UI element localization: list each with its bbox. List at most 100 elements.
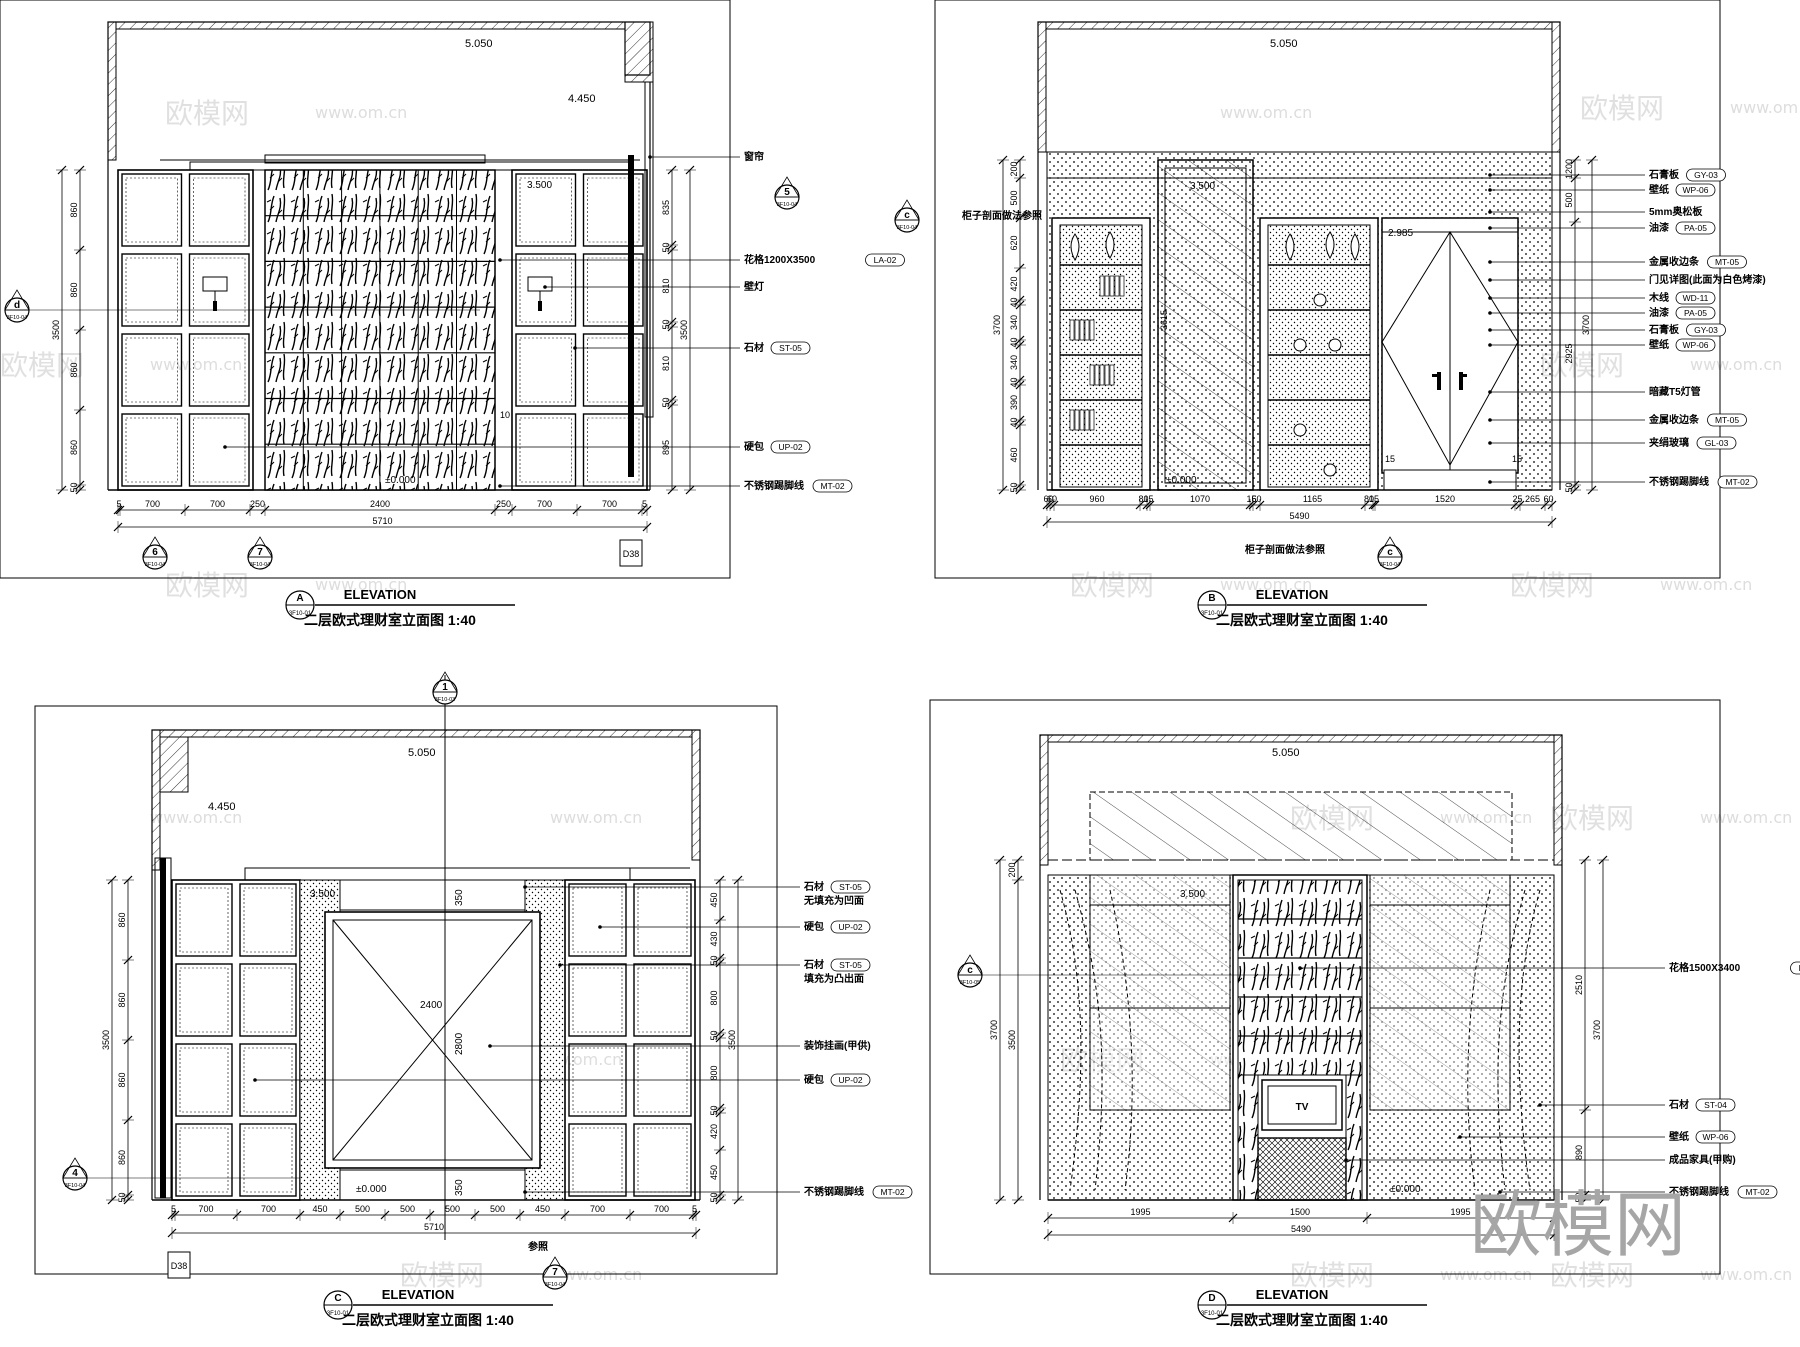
upholstered-panel [239, 963, 297, 1037]
dim-value: 5490 [1291, 1224, 1311, 1234]
upholstered-panel [121, 333, 183, 407]
callout-number: 7 [257, 547, 263, 558]
dim-value: 500 [445, 1204, 460, 1214]
material-code-badge [865, 253, 905, 267]
dim-value: 200 [1007, 862, 1017, 877]
upholstered-panel [582, 173, 644, 247]
label-painting: 装饰挂画(甲供) [803, 1039, 871, 1052]
vase-icon [1350, 233, 1360, 262]
upholstered-panel [175, 1123, 233, 1197]
panel-inset [193, 257, 246, 323]
label-wallpaper: 壁纸 [1669, 1130, 1689, 1143]
material-code: UP-02 [838, 922, 862, 932]
leader-dot [1488, 188, 1492, 192]
callout-number: 1 [442, 682, 448, 693]
label-skirting: 不锈钢踢脚线 [744, 479, 804, 492]
dim-value: 860 [117, 1072, 127, 1087]
leader-dot [523, 885, 527, 889]
dim-value: 700 [590, 1204, 605, 1214]
material-code: MT-02 [880, 1187, 904, 1197]
ornament-icon [1313, 293, 1327, 307]
panel-inset [587, 337, 640, 403]
dim-value: 50 [709, 955, 719, 965]
material-code: GY-03 [1694, 170, 1718, 180]
vase-icon [1070, 233, 1080, 262]
label-upholstery: 硬包 [804, 920, 824, 933]
dim-value: 860 [69, 362, 79, 377]
dim-value: 40 [1009, 337, 1019, 347]
dim-value: 835 [661, 200, 671, 215]
callout-arrow [542, 1256, 568, 1278]
book-icon [1079, 409, 1085, 431]
watermark-text: 欧模网 [400, 1259, 484, 1292]
leader-dot [1488, 210, 1492, 214]
dim-value: 450 [709, 892, 719, 907]
book-icon [1089, 364, 1095, 386]
material-code: UP-02 [778, 442, 802, 452]
leader-dot [1344, 1158, 1348, 1162]
callout-arrow [432, 671, 458, 693]
upholstered-panel [515, 413, 577, 487]
callout-number: 5 [784, 187, 790, 198]
door-handles [1432, 372, 1467, 390]
title-en: ELEVATION [344, 587, 416, 602]
dim-value: 700 [198, 1204, 213, 1214]
dim-value: 200 [1009, 161, 1019, 176]
material-label-6: 木线 [1648, 291, 1669, 304]
ceil-panel-level: 3.500 [1180, 889, 1205, 900]
upholstered-panel [175, 963, 233, 1037]
book-icon [1114, 275, 1120, 297]
material-code-badge [872, 1185, 913, 1199]
panel-inset [243, 1127, 293, 1193]
dim-value: 3700 [1592, 1020, 1602, 1040]
gap-dim-1: 15 [1385, 454, 1395, 464]
panel-inset [587, 257, 640, 323]
material-code: UP-02 [838, 1075, 862, 1085]
watermark-text: 欧模网 [1550, 1259, 1634, 1292]
material-label-10: 暗藏T5灯管 [1649, 385, 1701, 398]
label-stone-raised-note: 填充为凸出面 [804, 972, 864, 985]
book-icon [1089, 409, 1095, 431]
material-code: GY-03 [1694, 325, 1718, 335]
watermark-text: 欧模网 [1070, 569, 1154, 602]
dim-value: 420 [1009, 276, 1019, 291]
material-label-12: 夹绢玻璃 [1649, 436, 1689, 449]
ornament-icon [1293, 338, 1307, 352]
elevation-panel-c: 8608608608605035004504305080050800504204… [34, 671, 913, 1328]
material-label-8: 石膏板 [1648, 323, 1680, 336]
upholstered-panel [633, 963, 692, 1037]
ceiling-level: 5.050 [465, 38, 493, 50]
dim-value: 5490 [1289, 511, 1309, 521]
dim-value: 860 [117, 1150, 127, 1165]
panel-inset [572, 1127, 623, 1193]
upholstered-panel [582, 333, 644, 407]
dim-value: 1070 [1190, 494, 1210, 504]
book-icon [1069, 319, 1075, 341]
panel-inset [243, 967, 293, 1033]
label-stone-raised: 石材 [803, 958, 824, 971]
beam-level: 4.450 [568, 93, 596, 105]
ceiling-level: 5.050 [408, 747, 436, 759]
dim-value: 500 [490, 1204, 505, 1214]
dim-value: 450 [535, 1204, 550, 1214]
ceil-panel-level: 3.500 [1190, 181, 1215, 192]
book-icon [1119, 275, 1125, 297]
material-code-badge [1717, 475, 1758, 489]
dim-value: 25 [1512, 494, 1522, 504]
dim-value: 340 [1009, 315, 1019, 330]
dim-value: 3500 [679, 320, 689, 340]
dim-value: 960 [1089, 494, 1104, 504]
panel-inset [193, 337, 246, 403]
watermark-url: www.om.cn [315, 103, 407, 122]
floor-level: ±0.000 [1390, 1184, 1421, 1195]
material-label-0: 石膏板 [1648, 168, 1680, 181]
panel-inset [587, 417, 640, 483]
dim-value: 3500 [727, 1030, 737, 1050]
material-code: MT-02 [820, 481, 844, 491]
panel-marker-sheet: 3F10-01 [1201, 1311, 1224, 1317]
book-icon [1099, 364, 1105, 386]
dim-value: 390 [1009, 395, 1019, 410]
material-code-badge [1675, 291, 1716, 305]
gap-dim-2: 15 [1512, 454, 1522, 464]
material-code: MT-02 [1745, 1187, 1769, 1197]
